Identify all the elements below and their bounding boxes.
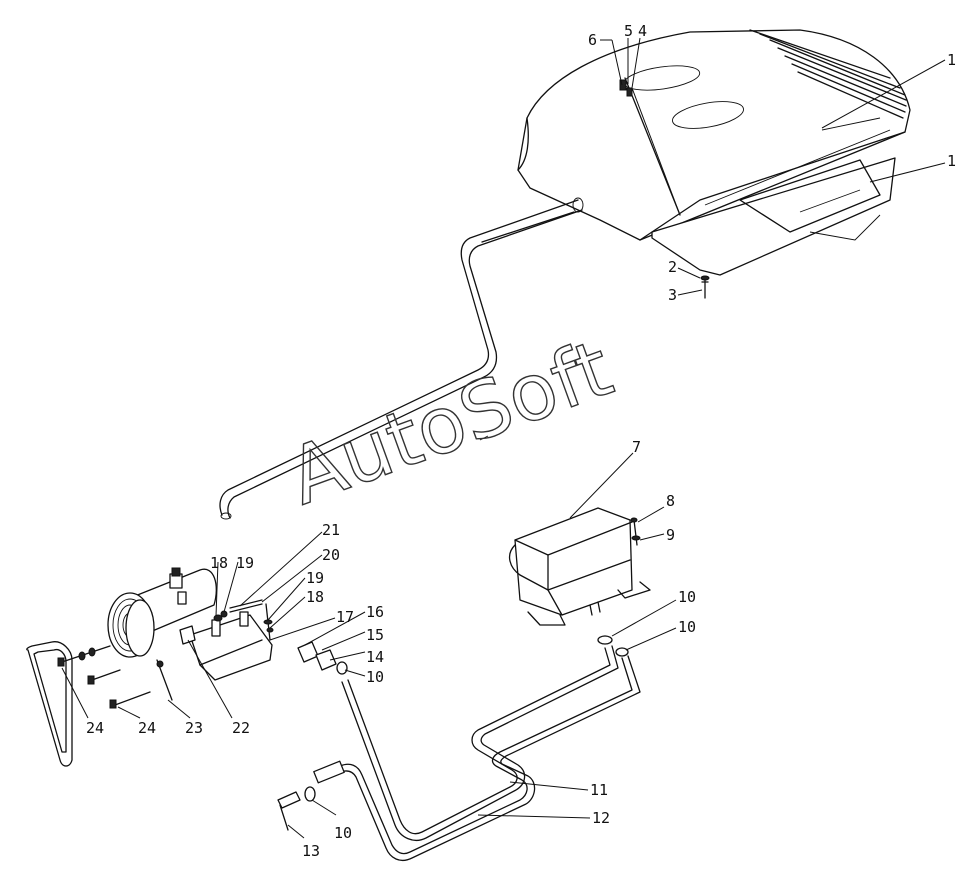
watermark: AutoSoft [278, 324, 624, 523]
callout-11: 11 [590, 781, 608, 799]
callout-1-tray: 1 [947, 152, 956, 170]
callout-7: 7 [632, 438, 641, 456]
compressor-icon [107, 567, 217, 658]
callout-18-left: 18 [210, 554, 228, 572]
hose-fitting-lower [277, 786, 316, 831]
cover-fastener-set [619, 79, 633, 97]
callout-labels: 6 5 4 1 1 2 3 7 8 9 10 10 10 10 11 12 13… [86, 22, 956, 860]
callout-16: 16 [366, 603, 384, 621]
callout-13: 13 [302, 842, 320, 860]
drive-belt-icon [26, 641, 73, 767]
callout-10-upper: 10 [678, 588, 696, 606]
callout-10-lower: 10 [334, 824, 352, 842]
callout-22: 22 [232, 719, 250, 737]
hose-fitting-right [597, 635, 629, 657]
roof-ac-unit-cover [517, 29, 911, 241]
callout-19-right: 19 [306, 569, 324, 587]
condenser-grille [749, 29, 907, 119]
callout-15: 15 [366, 626, 384, 644]
callout-3: 3 [668, 286, 677, 304]
receiver-drier-bracket [508, 507, 651, 626]
compressor-line-fittings [297, 641, 348, 675]
refrigerant-hose-upper [219, 197, 584, 520]
callout-24-right: 24 [138, 719, 156, 737]
callout-9: 9 [666, 526, 675, 544]
callout-17: 17 [336, 608, 354, 626]
callout-24-left: 24 [86, 719, 104, 737]
compressor-bolt-set [57, 625, 196, 709]
bolt-icon [700, 275, 710, 299]
callout-14: 14 [366, 648, 384, 666]
callout-18-right: 18 [306, 588, 324, 606]
callout-12: 12 [592, 809, 610, 827]
callout-6: 6 [588, 31, 597, 49]
callout-5: 5 [624, 22, 633, 40]
callout-19-left: 19 [236, 554, 254, 572]
callout-1-cover: 1 [947, 51, 956, 69]
callout-2: 2 [668, 258, 677, 276]
callout-10-mid: 10 [678, 618, 696, 636]
callout-21: 21 [322, 521, 340, 539]
callout-20: 20 [322, 546, 340, 564]
mounting-screw-icon [630, 517, 641, 546]
callout-8: 8 [666, 492, 675, 510]
callout-10-fittings: 10 [366, 668, 384, 686]
callout-4: 4 [638, 22, 647, 40]
compressor-mounting-bracket [189, 611, 273, 681]
leader-lines [61, 37, 946, 839]
roof-ac-base-tray [651, 157, 896, 276]
callout-23: 23 [185, 719, 203, 737]
refrigerant-hose-lower-12 [313, 655, 641, 862]
